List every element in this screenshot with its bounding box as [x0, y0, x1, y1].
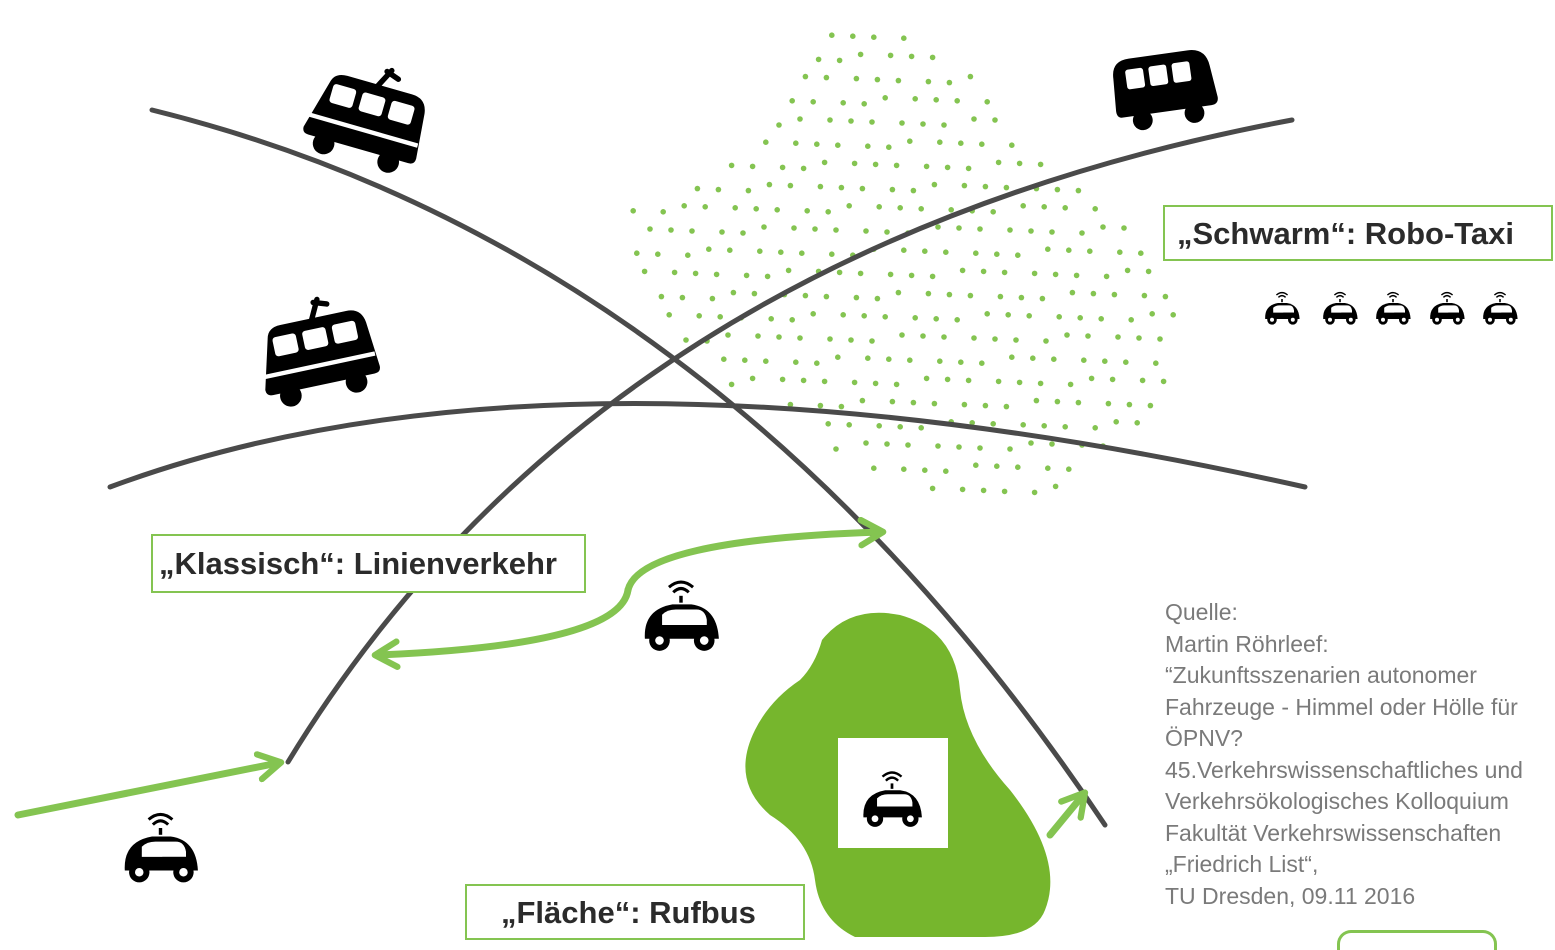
source-line: “Zukunftsszenarien autonomer	[1165, 662, 1477, 688]
swarm-dot-cloud	[630, 32, 1176, 496]
autonomous-car-icon	[642, 580, 721, 653]
label-flaeche-text: „Fläche“: Rufbus	[501, 894, 756, 930]
corner-tab-outline	[1337, 930, 1497, 950]
autonomous-car-icon	[1375, 291, 1412, 326]
autonomous-car-icon	[122, 812, 200, 885]
source-line: Fahrzeuge - Himmel oder Hölle für	[1165, 693, 1518, 720]
feeder-arrow	[14, 751, 285, 819]
label-klassisch-text: „Klassisch“: Linienverkehr	[159, 546, 557, 581]
source-citation: Quelle: Martin Röhrleef: “Zukunftsszenar…	[1165, 597, 1555, 912]
tram-icon	[249, 290, 384, 412]
label-flaeche: „Fläche“: Rufbus	[465, 884, 805, 940]
shuttle-arrow-right	[624, 516, 887, 594]
source-line: Martin Röhrleef:	[1165, 630, 1329, 657]
route-line-3	[285, 117, 1295, 765]
source-line: „Friedrich List“,	[1165, 851, 1319, 877]
source-line: TU Dresden, 09.11 2016	[1165, 882, 1416, 909]
label-schwarm-text: „Schwarm“: Robo-Taxi	[1177, 215, 1515, 251]
shuttle-arrow-left	[371, 586, 632, 670]
autonomous-car-icon	[1482, 291, 1519, 326]
source-line: 45.Verkehrswissenschaftliches und	[1165, 756, 1523, 783]
source-line: Fakultät Verkehrswissenschaften	[1165, 819, 1502, 846]
route-line-2	[107, 401, 1308, 490]
autonomous-car-icon	[1264, 291, 1301, 326]
robotaxi-fleet	[1264, 291, 1519, 326]
autonomous-car-icon	[1429, 291, 1466, 326]
source-line: Verkehrsökologisches Kolloquium	[1165, 788, 1509, 814]
route-lines	[107, 107, 1308, 828]
autonomous-car-icon	[1322, 291, 1359, 326]
source-line: ÖPNV?	[1165, 725, 1243, 751]
source-line: Quelle:	[1165, 599, 1238, 625]
minibus-icon	[1109, 47, 1221, 134]
label-klassisch: „Klassisch“: Linienverkehr	[151, 534, 586, 593]
area-exit-arrow	[1046, 789, 1089, 839]
label-schwarm: „Schwarm“: Robo-Taxi	[1163, 205, 1553, 261]
green-arrows	[14, 516, 1089, 839]
